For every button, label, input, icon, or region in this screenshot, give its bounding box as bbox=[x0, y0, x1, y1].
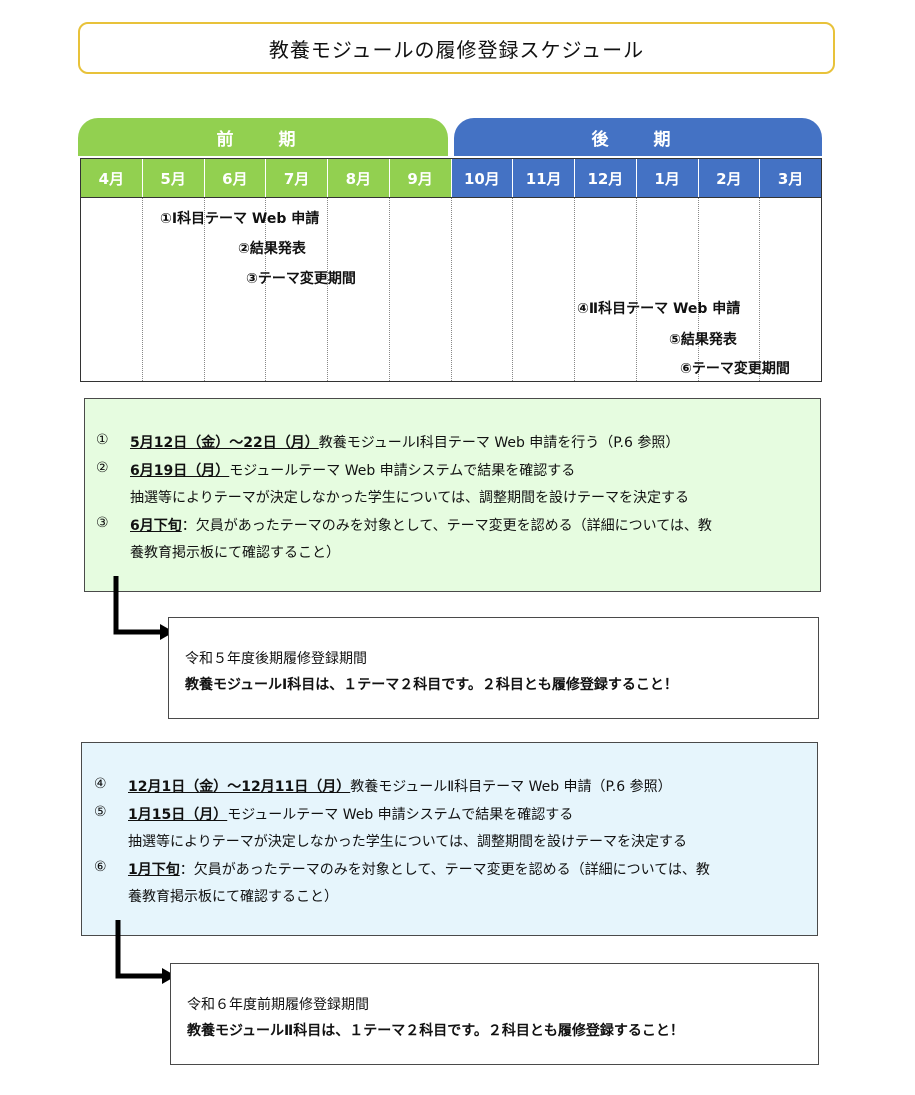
month-cell: 8月 bbox=[328, 159, 390, 197]
step-date: 1月下旬 bbox=[128, 862, 180, 878]
step-text: ：欠員があったテーマのみを対象として、テーマ変更を認める（詳細については、教 bbox=[179, 862, 710, 878]
month-cell: 4月 bbox=[81, 159, 143, 197]
month-cell: 10月 bbox=[451, 159, 514, 197]
month-header-row: 4月 5月 6月 7月 8月 9月 10月 11月 12月 1月 2月 3月 bbox=[80, 158, 822, 198]
month-cell: 12月 bbox=[575, 159, 637, 197]
month-cell: 6月 bbox=[204, 159, 267, 197]
step-number: ⑥ bbox=[94, 859, 107, 875]
step-line: 6月下旬：欠員があったテーマのみを対象として、テーマ変更を認める（詳細については… bbox=[130, 515, 712, 535]
step-text: モジュールテーマ Web 申請システムで結果を確認する bbox=[227, 807, 574, 823]
step-text: 養教育掲示板にて確認すること） bbox=[130, 545, 340, 561]
step-text: 抽選等によりテーマが決定しなかった学生については、調整期間を設けテーマを決定する bbox=[128, 834, 688, 850]
second-semester-header: 後 期 bbox=[454, 118, 822, 156]
note-heading: 令和６年度前期履修登録期間 bbox=[187, 997, 369, 1013]
month-cell: 1月 bbox=[636, 159, 699, 197]
month-cell: 9月 bbox=[389, 159, 452, 197]
step-line: 1月下旬：欠員があったテーマのみを対象として、テーマ変更を認める（詳細については… bbox=[128, 859, 710, 879]
arrow-icon bbox=[115, 920, 176, 984]
step-number: ① bbox=[96, 432, 109, 448]
step-text: 教養モジュールⅠ科目テーマ Web 申請を行う（P.6 参照） bbox=[318, 435, 680, 451]
timeline-event: ①Ⅰ科目テーマ Web 申請 bbox=[160, 211, 320, 227]
step-number: ③ bbox=[96, 515, 109, 531]
step-text: 教養モジュールⅡ科目テーマ Web 申請（P.6 参照） bbox=[350, 779, 672, 795]
step-date: 6月下旬 bbox=[130, 518, 182, 534]
note-message: 教養モジュールⅠ科目は、１テーマ２科目です。２科目とも履修登録すること！ bbox=[185, 677, 678, 693]
step-date: 12月1日（金）～12月11日（月） bbox=[128, 779, 351, 795]
step-number: ⑤ bbox=[94, 804, 107, 820]
month-cell: 11月 bbox=[513, 159, 575, 197]
second-semester-panel bbox=[81, 742, 818, 936]
timeline-grid bbox=[80, 198, 822, 382]
first-semester-header: 前 期 bbox=[78, 118, 448, 156]
note-heading: 令和５年度後期履修登録期間 bbox=[185, 651, 367, 667]
step-number: ④ bbox=[94, 776, 107, 792]
first-semester-panel bbox=[84, 398, 821, 592]
month-cell: 3月 bbox=[760, 159, 821, 197]
first-registration-note: 令和５年度後期履修登録期間 教養モジュールⅠ科目は、１テーマ２科目です。２科目と… bbox=[168, 617, 819, 719]
step-number: ② bbox=[96, 460, 109, 476]
step-date: 1月15日（月） bbox=[128, 807, 228, 823]
timeline-event: ③テーマ変更期間 bbox=[246, 271, 356, 287]
step-date: 6月19日（月） bbox=[130, 463, 230, 479]
note-message: 教養モジュールⅡ科目は、１テーマ２科目です。２科目とも履修登録すること！ bbox=[187, 1023, 684, 1039]
step-text: ：欠員があったテーマのみを対象として、テーマ変更を認める（詳細については、教 bbox=[181, 518, 712, 534]
month-cell: 5月 bbox=[142, 159, 205, 197]
step-text: 養教育掲示板にて確認すること） bbox=[128, 889, 338, 905]
page-title: 教養モジュールの履修登録スケジュール bbox=[78, 22, 835, 74]
month-cell: 2月 bbox=[698, 159, 761, 197]
timeline-event: ②結果発表 bbox=[238, 241, 306, 257]
timeline-event: ④Ⅱ科目テーマ Web 申請 bbox=[577, 301, 741, 317]
arrow-icon bbox=[113, 576, 174, 640]
step-line: 12月1日（金）～12月11日（月）教養モジュールⅡ科目テーマ Web 申請（P… bbox=[128, 776, 672, 796]
step-date: 5月12日（金）～22日（月） bbox=[130, 435, 319, 451]
timeline-event: ⑤結果発表 bbox=[669, 332, 737, 348]
step-text: モジュールテーマ Web 申請システムで結果を確認する bbox=[229, 463, 576, 479]
step-line: 6月19日（月）モジュールテーマ Web 申請システムで結果を確認する bbox=[130, 460, 575, 480]
step-line: 5月12日（金）～22日（月）教養モジュールⅠ科目テーマ Web 申請を行う（P… bbox=[130, 432, 679, 452]
step-line: 1月15日（月）モジュールテーマ Web 申請システムで結果を確認する bbox=[128, 804, 573, 824]
step-text: 抽選等によりテーマが決定しなかった学生については、調整期間を設けテーマを決定する bbox=[130, 490, 690, 506]
second-registration-note: 令和６年度前期履修登録期間 教養モジュールⅡ科目は、１テーマ２科目です。２科目と… bbox=[170, 963, 819, 1065]
month-cell: 7月 bbox=[266, 159, 328, 197]
timeline-event: ⑥テーマ変更期間 bbox=[680, 361, 790, 377]
